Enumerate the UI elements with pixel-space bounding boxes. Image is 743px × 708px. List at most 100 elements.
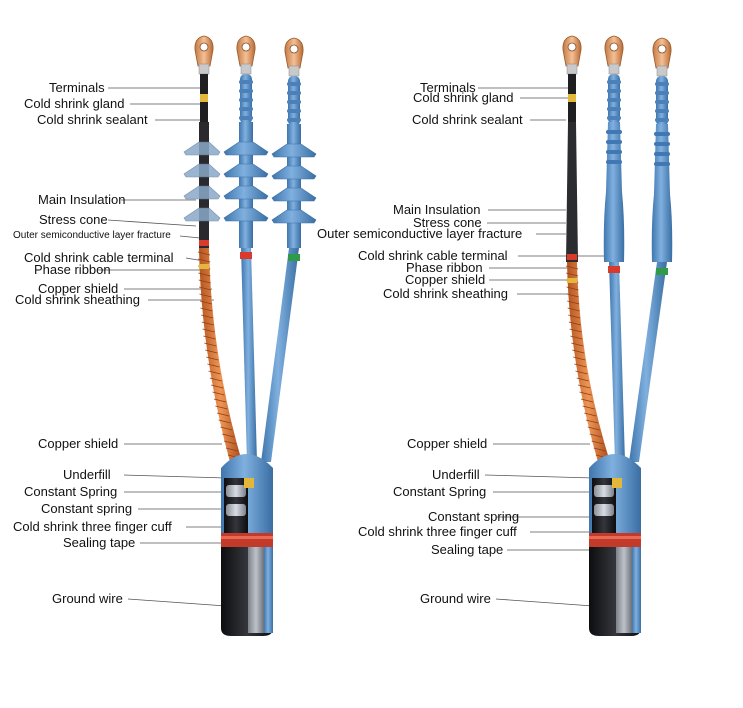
sealing-tape xyxy=(589,533,641,547)
underfill xyxy=(244,478,254,488)
leader-line xyxy=(179,235,201,239)
shed-ring xyxy=(654,152,670,156)
label-constant-spring-2-r: Constant spring xyxy=(428,509,520,524)
sealing-tape xyxy=(221,533,273,547)
three-finger-cuff-top xyxy=(221,454,273,478)
copper-tape-wrap xyxy=(213,398,227,403)
rain-shed xyxy=(223,163,269,178)
copper-tape-wrap xyxy=(575,370,588,375)
cold-shrink-sheathing xyxy=(609,262,625,462)
cold-shrink-sheathing xyxy=(629,262,667,462)
label-underfill-r: Underfill xyxy=(432,467,480,482)
copper-tape-wrap xyxy=(565,272,579,277)
copper-tape-wrap xyxy=(198,279,211,284)
constant-spring-1 xyxy=(594,485,614,497)
copper-tape-wrap xyxy=(567,300,580,305)
constant-spring-1 xyxy=(226,485,246,497)
gland-rib xyxy=(655,100,669,104)
gland-rib xyxy=(655,109,669,113)
gland-rib xyxy=(287,109,301,113)
shed-ring xyxy=(606,140,622,144)
copper-tape-wrap xyxy=(209,377,222,382)
copper-tape-wrap xyxy=(585,419,599,424)
copper-tape-wrap xyxy=(593,447,606,452)
copper-tape-wrap xyxy=(204,342,217,347)
gland-rib xyxy=(287,91,301,95)
phase-ribbon-green xyxy=(288,254,300,261)
copper-tape-wrap xyxy=(582,405,595,410)
label-cold-shrink-sealant: Cold shrink sealant xyxy=(37,112,148,127)
cold-shrink-sheathing xyxy=(261,248,299,462)
shed-ring xyxy=(654,162,670,166)
rain-shed xyxy=(183,185,221,200)
copper-tape-wrap xyxy=(207,363,220,368)
copper-tape-wrap xyxy=(568,321,581,326)
main-insulation xyxy=(566,122,578,262)
gland-rib xyxy=(607,116,621,120)
copper-tape-wrap xyxy=(215,405,228,410)
copper-tape-wrap xyxy=(199,293,212,298)
label-cold-shrink-three-finger-cuff-r: Cold shrink three finger cuff xyxy=(358,524,517,539)
cold-shrink-sealant xyxy=(200,94,208,102)
gland-rib xyxy=(655,82,669,86)
phase-ribbon-red xyxy=(608,266,620,273)
copper-tape-wrap xyxy=(222,433,235,438)
label-copper-shield-lower-r: Copper shield xyxy=(407,436,488,451)
shed-ring xyxy=(606,130,622,134)
label-cold-shrink-three-finger-cuff: Cold shrink three finger cuff xyxy=(13,519,172,534)
label-cold-shrink-sheathing: Cold shrink sheathing xyxy=(15,292,141,307)
copper-tape-wrap xyxy=(573,356,586,361)
copper-tape-wrap xyxy=(567,307,580,312)
lug-hole xyxy=(199,42,209,52)
rain-shed xyxy=(223,185,269,200)
copper-tape-wrap xyxy=(201,321,214,326)
copper-tape-wrap xyxy=(225,447,239,452)
constant-spring-2 xyxy=(594,504,614,516)
rain-shed xyxy=(223,207,269,222)
label-ground-wire: Ground wire xyxy=(52,591,123,606)
gland-rib xyxy=(607,80,621,84)
main-insulation xyxy=(199,122,209,248)
copper-tape-wrap xyxy=(589,433,602,438)
gland-rib xyxy=(607,89,621,93)
ground-wire-sheath xyxy=(264,547,273,633)
label-cold-shrink-gland-r: Cold shrink gland xyxy=(413,90,514,105)
gland-rib xyxy=(287,100,301,104)
phase-ribbon-yellow xyxy=(199,264,209,269)
label-underfill: Underfill xyxy=(63,467,111,482)
shed-ring xyxy=(654,142,670,146)
copper-tape-wrap xyxy=(197,258,211,263)
right-termination-kit xyxy=(562,35,673,636)
lug-hole xyxy=(289,44,299,54)
label-stress-cone-r: Stress cone xyxy=(413,215,482,230)
label-stress-cone: Stress cone xyxy=(39,212,108,227)
shed-ring xyxy=(606,150,622,154)
crimp-barrel xyxy=(656,65,668,77)
copper-tape-wrap xyxy=(570,335,583,340)
gland-rib xyxy=(239,89,253,93)
label-constant-spring-1: Constant Spring xyxy=(24,484,118,499)
copper-tape-wrap xyxy=(569,328,582,333)
phase-ribbon-red xyxy=(240,252,252,259)
label-constant-spring-2: Constant spring xyxy=(41,501,133,516)
phase-ribbon xyxy=(199,240,209,246)
three-finger-cuff-top xyxy=(589,454,641,478)
leader-line xyxy=(123,474,227,479)
gland-rib xyxy=(239,98,253,102)
sealing-tape-highlight xyxy=(589,536,641,539)
copper-tape-wrap xyxy=(199,300,213,305)
label-terminals: Terminals xyxy=(49,80,105,95)
leader-lines xyxy=(97,87,610,607)
label-cold-shrink-cable-terminal: Cold shrink cable terminal xyxy=(24,250,174,265)
copper-tape-wrap xyxy=(571,342,584,347)
copper-tape-wrap xyxy=(566,293,579,298)
leader-line xyxy=(127,598,227,607)
copper-tape-wrap xyxy=(566,286,579,291)
main-insulation xyxy=(287,124,301,248)
rain-shed xyxy=(271,209,317,224)
gland-rib xyxy=(655,91,669,95)
label-sealing-tape: Sealing tape xyxy=(63,535,136,550)
rain-shed xyxy=(271,187,317,202)
copper-tape-wrap xyxy=(211,384,224,389)
rain-shed xyxy=(183,141,221,156)
